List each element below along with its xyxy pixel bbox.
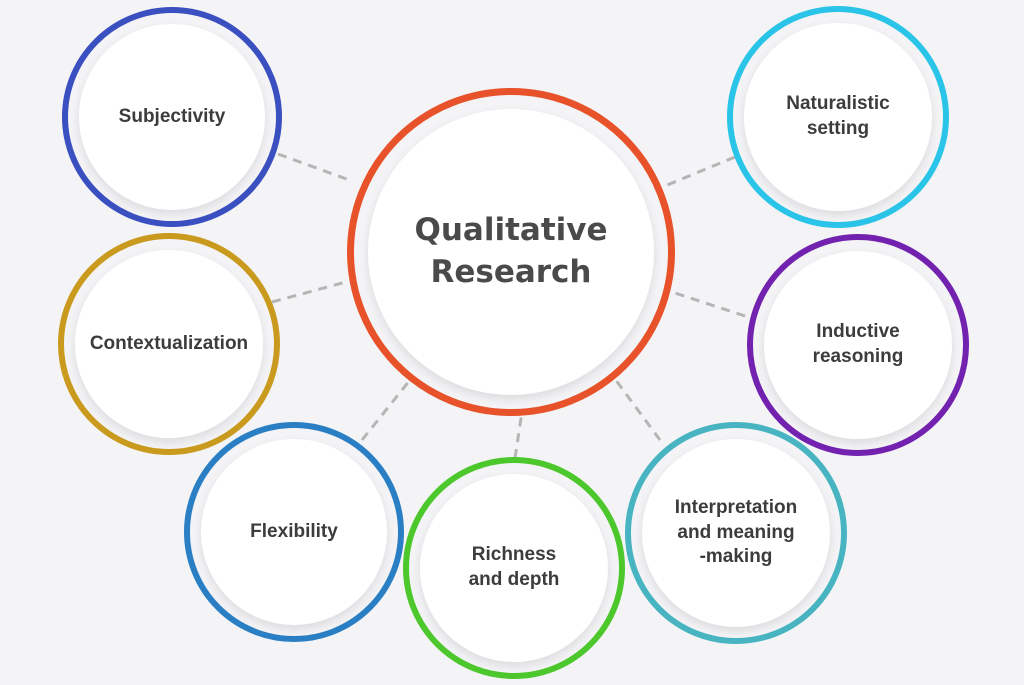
node-interpretation-inner: Interpretation and meaning -making — [642, 439, 830, 627]
connector-richness — [513, 411, 524, 459]
connector-inductive — [665, 288, 746, 318]
node-subjectivity-inner: Subjectivity — [79, 24, 265, 210]
node-inductive-label: Inductive reasoning — [812, 321, 904, 367]
connector-interpretation — [610, 374, 662, 441]
node-inductive-inner: Inductive reasoning — [764, 251, 952, 439]
node-richness-inner: Richness and depth — [420, 474, 608, 662]
connector-subjectivity — [277, 152, 353, 183]
connector-contextualization — [271, 280, 347, 304]
center-circle-inner: Qualitative Research — [368, 109, 654, 395]
node-contextualization-label: Contextualization — [89, 332, 249, 354]
center-label: Qualitative Research — [414, 212, 608, 290]
node-flexibility-inner: Flexibility — [201, 439, 387, 625]
node-naturalistic-inner: Naturalistic setting — [744, 23, 932, 211]
node-naturalistic: Naturalistic setting — [727, 6, 949, 228]
node-richness-label: Richness and depth — [468, 544, 560, 590]
node-contextualization-inner: Contextualization — [75, 250, 263, 438]
center-circle: Qualitative Research — [347, 88, 675, 416]
node-flexibility-label: Flexibility — [250, 520, 338, 542]
node-richness: Richness and depth — [403, 457, 625, 679]
connector-naturalistic — [659, 155, 736, 190]
node-contextualization: Contextualization — [58, 233, 280, 455]
node-subjectivity: Subjectivity — [62, 7, 282, 227]
node-subjectivity-label: Subjectivity — [118, 105, 226, 127]
node-naturalistic-label: Naturalistic setting — [786, 93, 890, 139]
connector-flexibility — [360, 379, 412, 441]
node-inductive: Inductive reasoning — [747, 234, 969, 456]
node-interpretation: Interpretation and meaning -making — [625, 422, 847, 644]
node-interpretation-label: Interpretation and meaning -making — [674, 496, 798, 568]
node-flexibility: Flexibility — [184, 422, 404, 642]
